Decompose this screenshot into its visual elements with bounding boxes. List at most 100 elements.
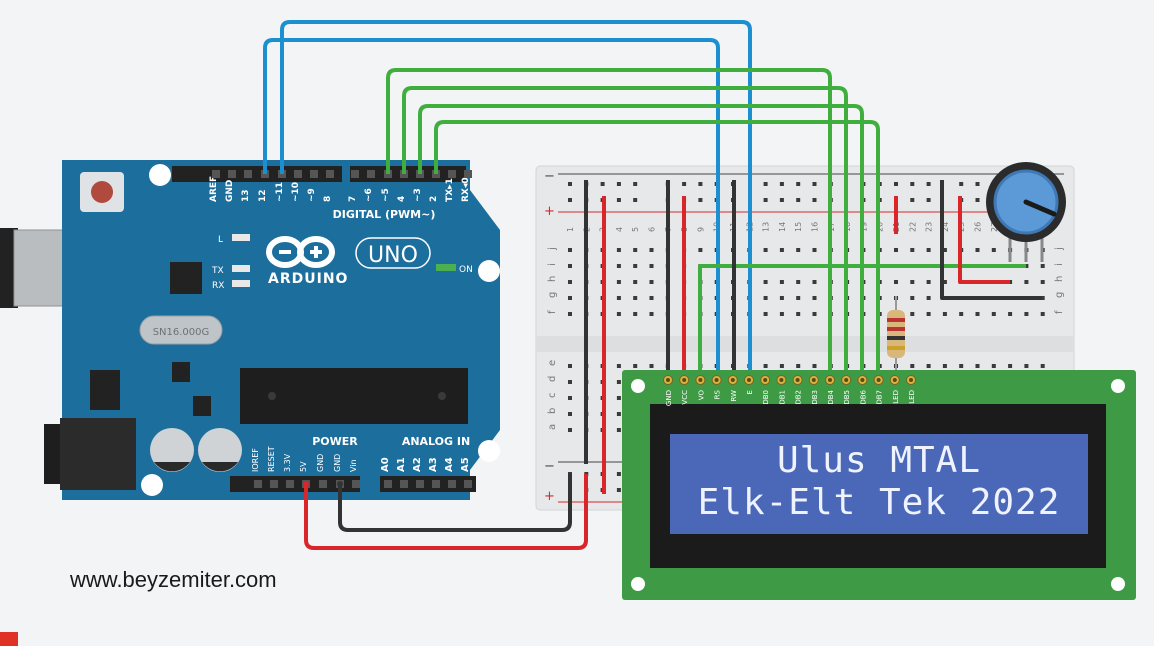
row-letter: h: [547, 276, 558, 282]
header-pin: [464, 480, 472, 488]
lcd-pin-label: DB2: [795, 390, 803, 405]
column-number: 22: [908, 222, 917, 232]
breadboard-hole: [600, 182, 605, 186]
breadboard-hole: [616, 364, 621, 368]
breadboard-hole: [959, 182, 964, 186]
lcd-pin-hole: [730, 378, 735, 382]
breadboard-hole: [910, 182, 915, 186]
capacitor-1-stripe: [154, 462, 190, 472]
chip-notch: [268, 392, 276, 400]
lcd-pin-hole: [892, 378, 897, 382]
barrel-jack-body: [60, 418, 136, 490]
column-number: 9: [696, 227, 705, 232]
uno-badge: [355, 237, 431, 269]
digital-pin-label: RX◂0: [461, 177, 471, 202]
breadboard-hole: [1008, 364, 1013, 368]
wire-pot-gnd: [940, 180, 1042, 300]
header-pin: [400, 480, 408, 488]
column-number: 23: [925, 222, 934, 232]
header-pin: [367, 170, 375, 178]
breadboard-hole: [975, 312, 980, 316]
green-wires: [386, 68, 1026, 380]
lcd-pin-label: LED: [892, 390, 900, 404]
breadboard-hole: [812, 312, 817, 316]
breadboard-hole: [779, 248, 784, 252]
breadboard-hole: [568, 412, 572, 416]
crystal: [139, 315, 223, 345]
wire-pin2-db7: [434, 120, 880, 380]
black-wires: [338, 180, 1042, 532]
breadboard-hole: [910, 248, 915, 252]
regulator: [90, 370, 120, 410]
breadboard-hole: [812, 296, 817, 300]
breadboard-hole: [1040, 312, 1045, 316]
row-letter: b: [547, 408, 558, 414]
row-letter: f: [547, 310, 558, 314]
capacitor-1: [150, 428, 194, 472]
breadboard-hole: [796, 364, 801, 368]
column-number: 24: [941, 222, 950, 232]
digital-pin-label: ~3: [413, 188, 423, 202]
breadboard-hole: [633, 264, 638, 268]
breadboard-hole: [812, 248, 817, 252]
breadboard-hole: [616, 264, 621, 268]
breadboard-hole: [1040, 364, 1045, 368]
header-pin: [270, 480, 278, 488]
column-number: 14: [778, 222, 787, 232]
breadboard-hole: [616, 472, 621, 476]
breadboard-hole: [633, 248, 638, 252]
power-pin-label: Vin: [349, 459, 358, 472]
row-letter: d: [547, 376, 558, 382]
lcd-hole-bl: [631, 577, 645, 591]
mounting-hole-br: [478, 440, 500, 462]
lcd-hole-tl: [631, 379, 645, 393]
digital-pin-label: GND: [225, 180, 235, 202]
lcd-pin-hole: [909, 378, 913, 382]
breadboard-hole: [763, 364, 768, 368]
breadboard-hole: [1040, 264, 1045, 268]
header-pin: [310, 170, 318, 178]
row-letter: j: [547, 247, 558, 251]
smd-chip: [172, 362, 190, 382]
wire-pin3-db6: [418, 104, 864, 380]
breadboard-hole: [779, 280, 784, 284]
row-letter: f: [1054, 310, 1065, 314]
column-number: 5: [631, 227, 640, 232]
breadboard-hole: [942, 364, 947, 368]
breadboard-hole: [568, 296, 572, 300]
breadboard-hole: [649, 364, 654, 368]
breadboard-hole: [568, 248, 572, 252]
digital-pin-label: ~6: [364, 188, 374, 202]
breadboard-hole: [763, 248, 768, 252]
lcd-pin-label: DB5: [843, 390, 851, 405]
breadboard-hole: [796, 312, 801, 316]
lcd-pin-label: VCC: [681, 390, 689, 405]
breadboard-hole: [763, 296, 768, 300]
breadboard-hole: [894, 280, 898, 284]
breadboard-hole: [568, 264, 572, 268]
breadboard-hole: [633, 312, 638, 316]
breadboard-hole: [894, 182, 898, 186]
lcd-pin-hole: [698, 378, 703, 382]
breadboard-hole: [616, 312, 621, 316]
wire-pin11-rs: [280, 20, 752, 380]
column-number: 4: [615, 227, 624, 232]
breadboard-hole: [649, 264, 654, 268]
power-header: [230, 476, 360, 492]
blue-wires: [263, 20, 752, 380]
column-number: 6: [648, 227, 657, 232]
lcd-pin-label: DB1: [778, 390, 786, 405]
lcd-pin-hole: [844, 378, 849, 382]
breadboard-hole: [926, 198, 931, 202]
header-pin: [352, 480, 360, 488]
mounting-hole-tl: [149, 164, 171, 186]
breadboard-hole: [796, 296, 801, 300]
header-pin: [351, 170, 359, 178]
lcd-pin-hole: [747, 378, 751, 382]
row-letter: h: [1054, 276, 1065, 282]
breadboard-hole: [633, 280, 638, 284]
lcd-line-2: Elk-Elt Tek 2022: [697, 482, 1061, 523]
breadboard-hole: [616, 380, 621, 384]
